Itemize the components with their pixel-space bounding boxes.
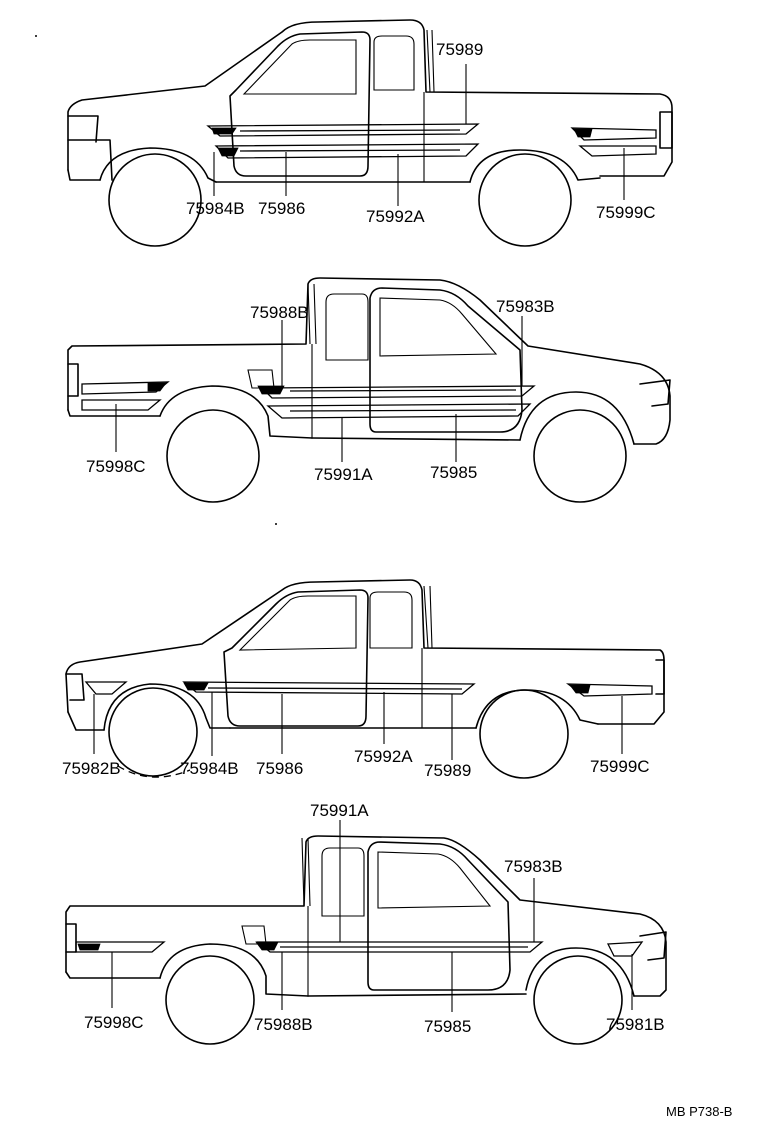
part-label: 75986	[256, 759, 303, 778]
rear-wheel	[165, 955, 255, 1045]
rear-wheel	[479, 689, 569, 779]
leaders-view-4	[111, 820, 633, 1012]
front-wheel	[108, 153, 202, 247]
part-label: 75985	[424, 1017, 471, 1036]
labels-view-3: 75982B 75984B 75986 75992A 75989 75999C	[62, 747, 650, 780]
front-wheel	[533, 409, 627, 503]
part-label: 75986	[258, 199, 305, 218]
part-label: 75992A	[366, 207, 425, 226]
part-label: 75991A	[314, 465, 373, 484]
speck	[275, 523, 277, 525]
part-label: 75989	[436, 40, 483, 59]
truck-view-2	[67, 277, 671, 503]
labels-view-1: 75989 75984B 75986 75992A 75999C	[186, 40, 656, 226]
speck	[35, 35, 37, 37]
part-label: 75988B	[250, 303, 309, 322]
part-label: 75985	[430, 463, 477, 482]
leaders-view-3	[93, 692, 623, 760]
front-wheel	[108, 687, 198, 777]
labels-view-2: 75988B 75983B 75998C 75991A 75985	[86, 297, 555, 484]
part-label: 75998C	[86, 457, 146, 476]
part-label: 75983B	[504, 857, 563, 876]
part-label: 75983B	[496, 297, 555, 316]
part-label: 75999C	[590, 757, 650, 776]
part-label: 75984B	[186, 199, 245, 218]
part-label: 75999C	[596, 203, 656, 222]
drawing-code: MB P738-B	[666, 1104, 732, 1119]
leaders-view-2	[115, 316, 523, 462]
labels-view-4: 75991A 75983B 75998C 75988B 75985 75981B	[84, 801, 665, 1036]
part-label: 75998C	[84, 1013, 144, 1032]
leaders-view-1	[213, 64, 625, 206]
truck-view-3	[65, 579, 665, 779]
part-label: 75991A	[310, 801, 369, 820]
rear-wheel	[166, 409, 260, 503]
part-label: 75988B	[254, 1015, 313, 1034]
truck-view-1	[67, 19, 673, 247]
truck-view-4	[65, 835, 667, 1045]
rear-wheel	[478, 153, 572, 247]
front-wheel	[533, 955, 623, 1045]
part-label: 75984B	[180, 759, 239, 778]
part-label: 75982B	[62, 759, 121, 778]
part-label: 75989	[424, 761, 471, 780]
part-label: 75981B	[606, 1015, 665, 1034]
part-label: 75992A	[354, 747, 413, 766]
